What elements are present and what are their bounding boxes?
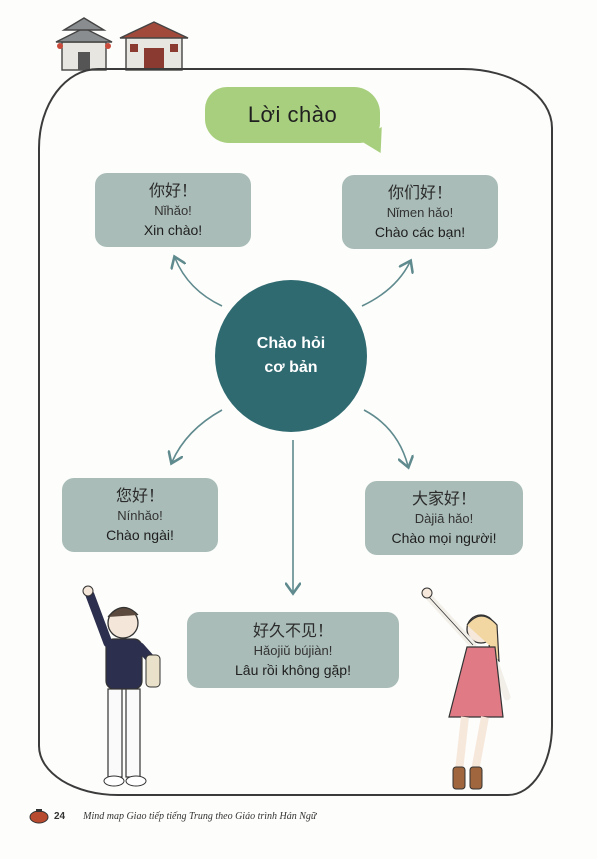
card-nihao: 你好！ Nǐhǎo! Xin chào! [95, 173, 251, 247]
card-vi: Lâu rồi không gặp! [235, 662, 351, 678]
arrow-to-card-2 [361, 262, 410, 307]
card-zh: 好久不见！ [252, 621, 333, 640]
page-number: 24 [54, 810, 66, 822]
card-vi: Chào các bạn! [374, 224, 466, 240]
card-pinyin: Nínhǎo! [117, 508, 163, 523]
card-zh: 你好！ [148, 181, 197, 200]
card-dajia-hao: 大家好！ Dàjiā hǎo! Chào mọi người! [365, 481, 523, 555]
card-nimen-hao: 你们好！ Nǐmen hǎo! Chào các bạn! [342, 175, 498, 249]
card-pinyin: Hǎojiǔ bújiàn! [253, 643, 333, 658]
girl-waving-illustration [421, 587, 511, 790]
footer-book-title: Mind map Giao tiếp tiếng Trung theo Giáo… [83, 810, 317, 822]
page-footer: 24 Mind map Giao tiếp tiếng Trung theo G… [28, 808, 316, 824]
mindmap-frame [38, 68, 553, 796]
card-zh: 大家好！ [411, 489, 476, 508]
card-pinyin: Nǐmen hǎo! [386, 205, 454, 220]
card-vi: Xin chào! [143, 222, 203, 238]
card-haojiu-bujian: 好久不见！ Hǎojiǔ bújiàn! Lâu rồi không gặp! [187, 612, 399, 688]
center-label: Chào hỏi cơ bản [256, 335, 326, 376]
arrow-to-card-4 [363, 409, 408, 466]
page-title: Lời chào [247, 102, 338, 127]
arrow-to-card-3 [172, 409, 223, 462]
boy-waving-illustration [82, 585, 161, 787]
card-pinyin: Nǐhǎo! [154, 203, 192, 218]
card-zh: 你们好！ [387, 183, 452, 202]
center-node: Chào hỏi cơ bản [215, 280, 367, 432]
pagoda-illustration [55, 17, 189, 71]
card-vi: Chào mọi người! [391, 530, 497, 546]
lantern-icon [29, 809, 49, 824]
card-zh: 您好！ [115, 486, 164, 505]
card-ninhao: 您好！ Nínhǎo! Chào ngài! [62, 478, 218, 552]
title-bubble: Lời chào [205, 87, 380, 143]
card-pinyin: Dàjiā hǎo! [414, 511, 474, 526]
card-vi: Chào ngài! [106, 527, 174, 543]
arrow-to-card-1 [175, 258, 223, 307]
